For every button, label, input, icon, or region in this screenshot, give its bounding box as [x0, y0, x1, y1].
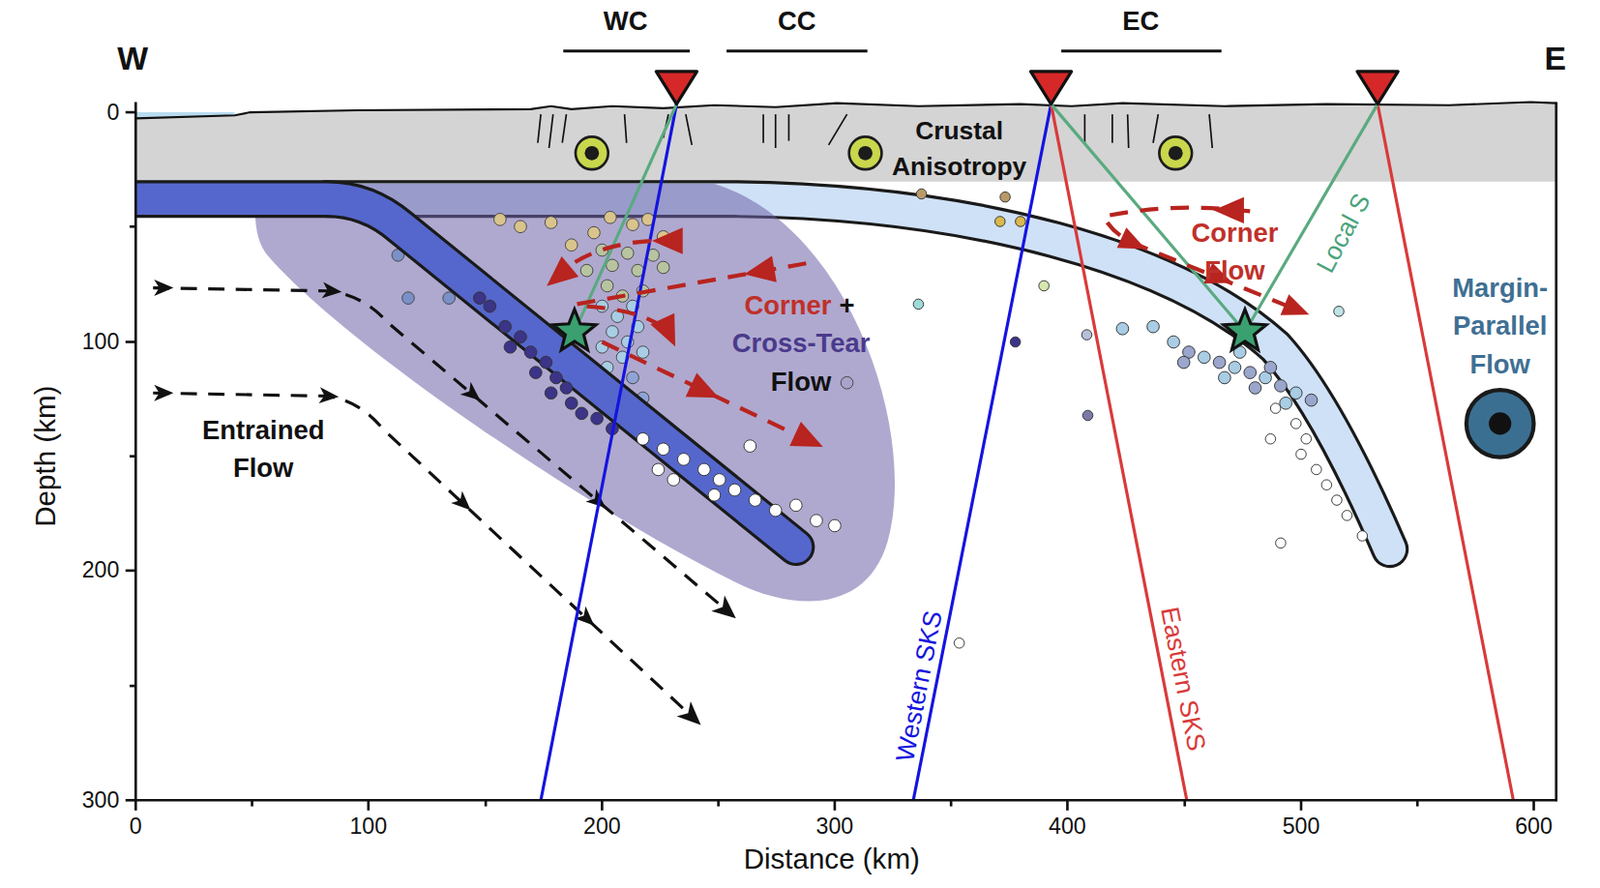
region-bars	[562, 49, 1221, 53]
tick-label: 500	[1282, 810, 1321, 843]
axis-title: Depth (km)	[25, 385, 67, 528]
tick-label: 100	[82, 325, 120, 358]
tick-label: 400	[1048, 810, 1087, 843]
tick-label: 0	[129, 810, 143, 843]
ray-label: Eastern SKS	[1152, 603, 1216, 755]
crust-label: Crustal Anisotropy	[869, 111, 1049, 185]
region-label: WC	[603, 1, 649, 41]
direction-label: E	[1543, 34, 1567, 83]
axis-title: Distance (km)	[743, 838, 920, 881]
ray-label: Western SKS	[886, 607, 951, 765]
tick-label: 100	[349, 810, 387, 843]
ray-paths	[540, 104, 1513, 801]
flow-label: Flow	[770, 363, 831, 403]
crust	[135, 102, 1556, 182]
region-label: EC	[1122, 1, 1159, 41]
tick-label: 300	[816, 810, 855, 843]
event-stars	[553, 309, 1267, 351]
tick-label: 0	[107, 95, 120, 128]
tick-label: 200	[82, 554, 120, 587]
flow-label: +	[839, 287, 856, 326]
region-label: CC	[777, 1, 817, 41]
tick-label: 200	[583, 810, 622, 843]
stations	[655, 71, 1398, 105]
corner-flow-arrows	[537, 197, 1313, 460]
tick-label: 600	[1514, 810, 1553, 843]
tick-label: 300	[82, 784, 120, 817]
flow-label: Corner	[743, 287, 831, 326]
flow-label: Margin-Parallel Flow	[1441, 268, 1559, 385]
entrained-flow-arrows	[152, 279, 742, 733]
ray-label: Local S	[1306, 186, 1380, 280]
flow-label: Entrained Flow	[191, 412, 335, 489]
flow-label: Corner Flow	[1181, 213, 1289, 291]
slabs	[135, 183, 1390, 649]
direction-label: W	[117, 34, 149, 83]
axes	[125, 102, 1558, 811]
flow-label: Cross-Tear	[732, 325, 871, 364]
margin-parallel-symbol	[1466, 389, 1535, 458]
